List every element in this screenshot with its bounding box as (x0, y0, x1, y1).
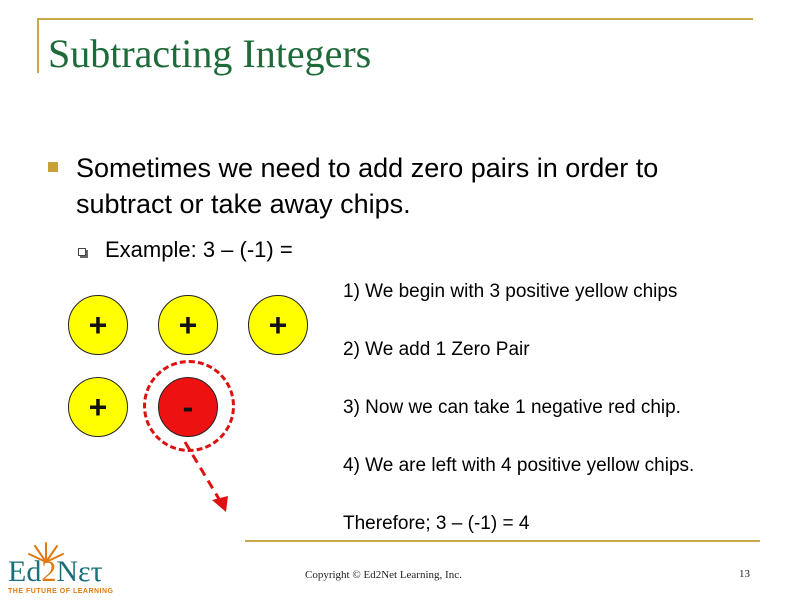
step-item: 4) We are left with 4 positive yellow ch… (343, 455, 695, 476)
logo-wordmark: Ed2Nετ (8, 555, 103, 589)
hollow-square-bullet-icon (78, 248, 86, 256)
step-item: Therefore; 3 – (-1) = 4 (343, 513, 530, 534)
main-bullet-text: Sometimes we need to add zero pairs in o… (76, 153, 659, 219)
logo-text-right: Nετ (56, 555, 103, 588)
step-item: 3) Now we can take 1 negative red chip. (343, 397, 681, 418)
positive-chip: + (68, 377, 128, 437)
main-bullet: Sometimes we need to add zero pairs in o… (48, 150, 688, 222)
sub-bullet: Example: 3 – (-1) = (78, 235, 293, 265)
slide-title: Subtracting Integers (48, 31, 372, 76)
sub-bullet-text: Example: 3 – (-1) = (105, 237, 293, 262)
page-number: 13 (739, 568, 750, 580)
logo-text-two: 2 (41, 555, 57, 588)
square-bullet-icon (48, 162, 58, 172)
positive-chip: + (158, 295, 218, 355)
positive-chip: + (68, 295, 128, 355)
step-item: 1) We begin with 3 positive yellow chips (343, 281, 678, 302)
zero-pair-highlight-circle (143, 360, 235, 452)
step-item: 2) We add 1 Zero Pair (343, 339, 530, 360)
logo-burst-icon (28, 542, 64, 563)
take-away-arrow-icon (183, 441, 228, 512)
frame-left-line (37, 18, 39, 73)
logo-text-left: Ed (8, 555, 42, 588)
frame-bottom-line (245, 540, 760, 542)
copyright-text: Copyright © Ed2Net Learning, Inc. (305, 569, 462, 581)
positive-chip: + (248, 295, 308, 355)
logo-tagline: THE FUTURE OF LEARNING (8, 588, 114, 595)
frame-top-line (37, 18, 753, 20)
step-list: 1) We begin with 3 positive yellow chips… (343, 280, 793, 570)
